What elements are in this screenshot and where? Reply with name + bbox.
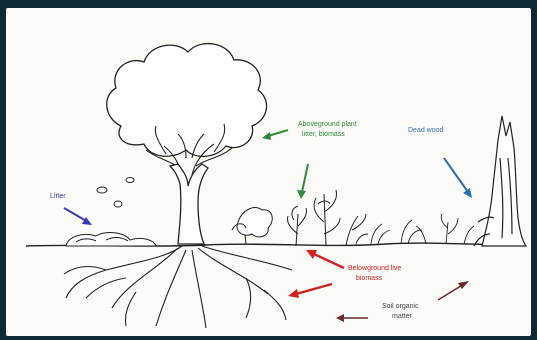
- dead-stump: [474, 116, 526, 246]
- soil-organic-label-line1: Soil organic: [382, 303, 419, 310]
- soil-organic-label-line2: matter: [392, 313, 413, 320]
- grass: [356, 214, 474, 244]
- belowground-arrow-upper: [306, 250, 344, 268]
- diagram-panel: Litter Aboveground plant litter, biomass…: [6, 8, 531, 336]
- dead-wood-arrow: [444, 158, 472, 198]
- dead-wood-label: Dead wood: [408, 127, 444, 134]
- belowground-arrow-lower: [288, 284, 332, 298]
- litter-pile: [66, 178, 156, 247]
- soil-arrow-right: [438, 281, 469, 300]
- carbon-pools-illustration: Litter Aboveground plant litter, biomass…: [6, 8, 531, 336]
- aboveground-arrow-sapling: [297, 164, 308, 199]
- tree-roots: [64, 246, 292, 328]
- shrub: [232, 208, 272, 244]
- litter-label: Litter: [50, 193, 66, 200]
- aboveground-arrow-canopy: [262, 130, 288, 140]
- saplings: [287, 190, 366, 246]
- tree-canopy: [107, 44, 267, 157]
- aboveground-label-line2: litter, biomass: [302, 131, 345, 138]
- soil-arrow-left: [336, 314, 368, 322]
- belowground-label-line1: Belowground live: [348, 265, 401, 272]
- belowground-label-line2: biomass: [356, 275, 383, 282]
- litter-arrow: [64, 208, 92, 225]
- aboveground-label-line1: Aboveground plant: [298, 121, 357, 128]
- tree-trunk: [170, 164, 208, 244]
